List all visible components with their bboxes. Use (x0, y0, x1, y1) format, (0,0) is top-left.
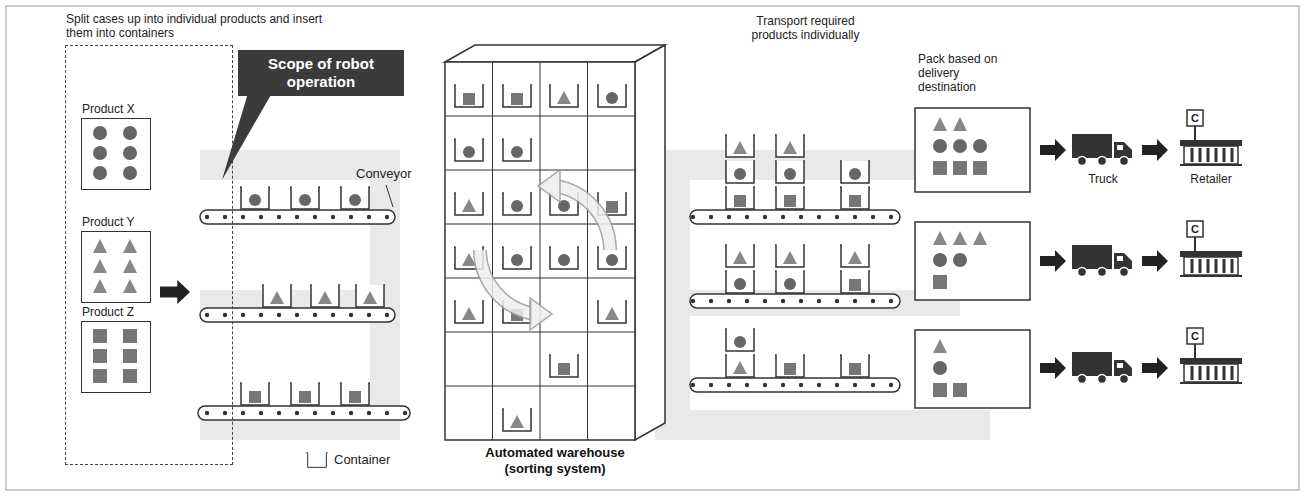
node-text: Split cases up into individual products … (66, 12, 346, 40)
node-text: Scope of robot operation (238, 55, 404, 91)
node-text: Product Y (82, 215, 134, 229)
product-case: Product Y (81, 231, 151, 303)
step-note: Pack based on delivery destination (918, 52, 1018, 94)
shop-sign-letter: C (1187, 221, 1203, 237)
conveyor-label: Conveyor (356, 166, 426, 181)
retailer-label: Retailer (1176, 172, 1246, 186)
shop-sign-letter: C (1187, 328, 1203, 344)
callout-box: Scope of robot operation (238, 50, 404, 96)
legend-text: Container (334, 452, 414, 467)
robot-scope-region: Split cases up into individual products … (65, 45, 233, 465)
automated-warehouse: Automated warehouse (sorting system) (440, 45, 670, 485)
truck-label: Truck (1068, 172, 1138, 186)
node-text: Product Z (82, 305, 134, 319)
node-text: Automated warehouse (sorting system) (475, 445, 635, 477)
product-case: Product Z (81, 321, 151, 393)
step-note: Transport required products individually (738, 14, 873, 42)
product-case: Product X (81, 118, 151, 190)
shop-sign-letter: C (1187, 110, 1203, 126)
node-text: Product X (82, 102, 135, 116)
